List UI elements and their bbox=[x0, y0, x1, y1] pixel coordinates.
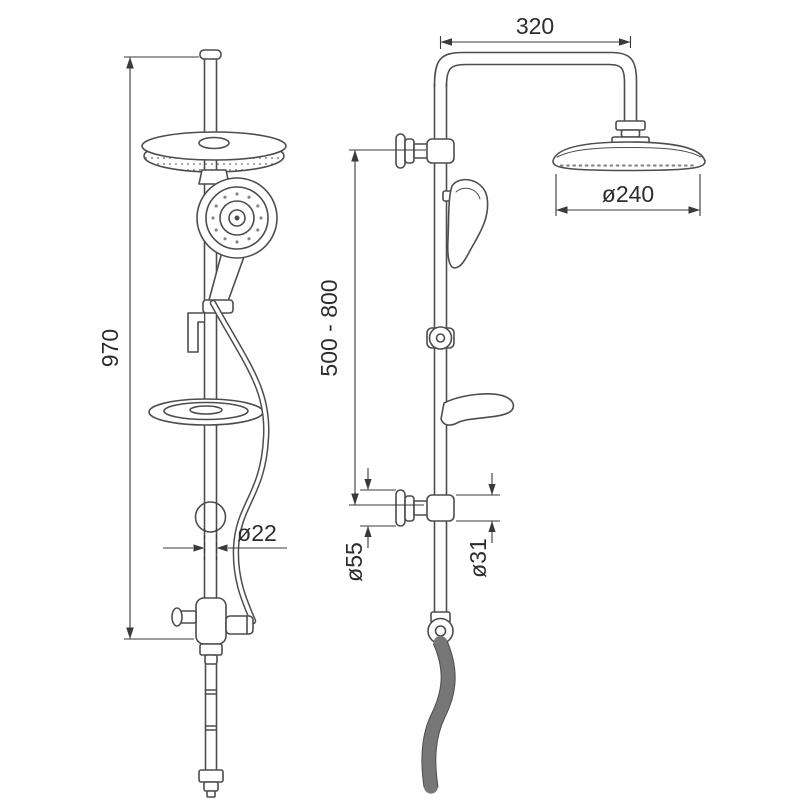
side-soap-dish bbox=[440, 393, 515, 426]
dim-riser-range bbox=[349, 149, 426, 506]
dimension-lines bbox=[124, 36, 701, 640]
front-overhead-shower bbox=[141, 131, 287, 185]
dim-total-height bbox=[124, 56, 199, 640]
dim-pipe-diameter bbox=[163, 528, 287, 560]
front-diverter-valve bbox=[171, 597, 254, 665]
dim-clamp-diameter bbox=[456, 473, 500, 543]
side-view bbox=[395, 51, 706, 794]
front-soap-dish bbox=[148, 398, 264, 426]
dim-top-offset bbox=[439, 36, 632, 49]
dim-pipe-diameter-label: ø22 bbox=[237, 520, 277, 546]
side-corrugated-hose bbox=[421, 636, 456, 794]
dim-head-diameter bbox=[555, 174, 701, 216]
dim-total-height-label: 970 bbox=[97, 329, 123, 367]
dim-head-diameter-label: ø240 bbox=[602, 181, 654, 207]
side-top-wall-bracket bbox=[395, 133, 455, 169]
side-slider bbox=[426, 326, 455, 350]
side-hose-joint bbox=[427, 611, 454, 645]
front-hose-guide-ring bbox=[194, 501, 227, 533]
side-overhead-shower bbox=[552, 120, 706, 172]
dim-clamp-diameter-label: ø31 bbox=[465, 538, 491, 578]
front-supply-hose bbox=[198, 663, 224, 798]
front-hand-shower bbox=[187, 177, 278, 353]
dimension-labels: 320 ø240 970 500 - 800 ø22 ø55 ø31 bbox=[97, 13, 654, 582]
dim-riser-range-label: 500 - 800 bbox=[316, 279, 342, 376]
side-hand-shower bbox=[442, 178, 489, 269]
side-riser-and-arm bbox=[433, 51, 638, 617]
dim-flange-diameter-label: ø55 bbox=[341, 542, 367, 582]
front-view bbox=[141, 49, 287, 798]
front-shower-hose bbox=[209, 299, 270, 625]
dim-flange-diameter bbox=[360, 468, 396, 548]
side-bottom-wall-bracket bbox=[395, 489, 455, 527]
dim-top-offset-label: 320 bbox=[516, 13, 554, 39]
hand-shower-nozzle-dots bbox=[211, 192, 263, 244]
